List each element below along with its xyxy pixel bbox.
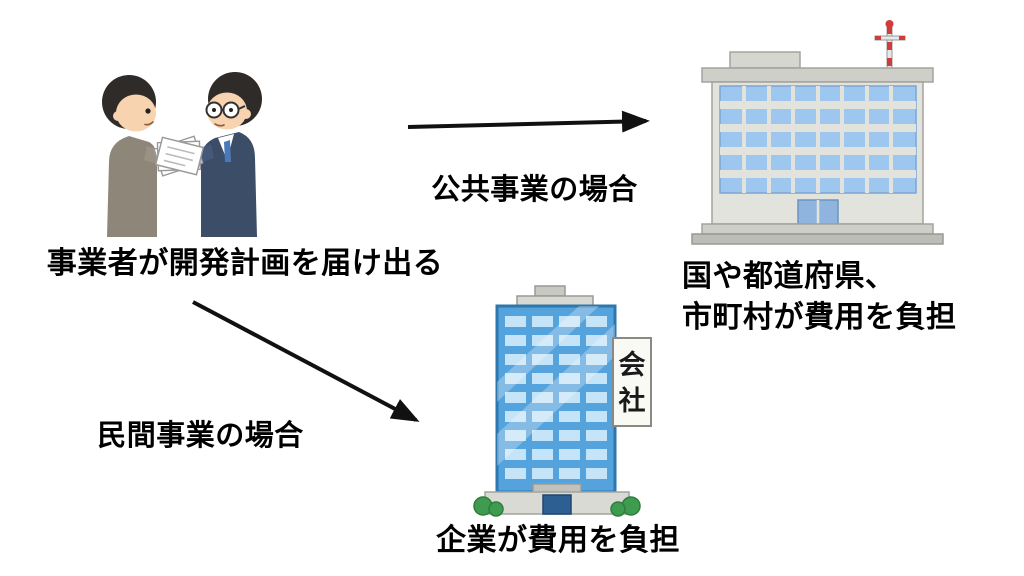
businessmen-handing-documents-icon bbox=[55, 32, 305, 242]
company-building-svg: 会 社 bbox=[473, 285, 652, 517]
glass-reflection bbox=[497, 306, 615, 466]
arrow-right-icon bbox=[407, 110, 650, 133]
rooftop-structure bbox=[534, 285, 566, 297]
antenna-icon bbox=[874, 20, 906, 69]
businessmen-svg bbox=[102, 72, 262, 237]
company-sign: 会 社 bbox=[612, 337, 652, 427]
private-arrow-label: 民間事業の場合 bbox=[97, 420, 304, 452]
public-cost-caption: 国や都道府県、 市町村が費用を負担 bbox=[682, 256, 992, 339]
company-sign-char1: 会 bbox=[619, 350, 646, 380]
rooftop-structure bbox=[729, 51, 801, 69]
arrow-down-right-icon bbox=[192, 300, 420, 422]
entrance bbox=[797, 199, 839, 225]
public-cost-caption-line1: 国や都道府県、 bbox=[682, 260, 896, 293]
window-grid bbox=[505, 316, 607, 479]
private-cost-caption: 企業が費用を負担 bbox=[436, 524, 680, 557]
public-arrow-label: 公共事業の場合 bbox=[431, 174, 638, 206]
company-sign-char2: 社 bbox=[619, 385, 646, 416]
public-cost-caption-line2: 市町村が費用を負担 bbox=[682, 301, 957, 335]
government-building-svg bbox=[691, 20, 944, 245]
actors-caption: 事業者が開発計画を届け出る bbox=[46, 247, 444, 280]
company-office-building-icon: 会 社 bbox=[455, 282, 660, 522]
documents-icon bbox=[153, 135, 205, 177]
bushes bbox=[473, 496, 641, 517]
government-office-building-icon bbox=[690, 16, 945, 246]
window-bands bbox=[719, 85, 917, 194]
